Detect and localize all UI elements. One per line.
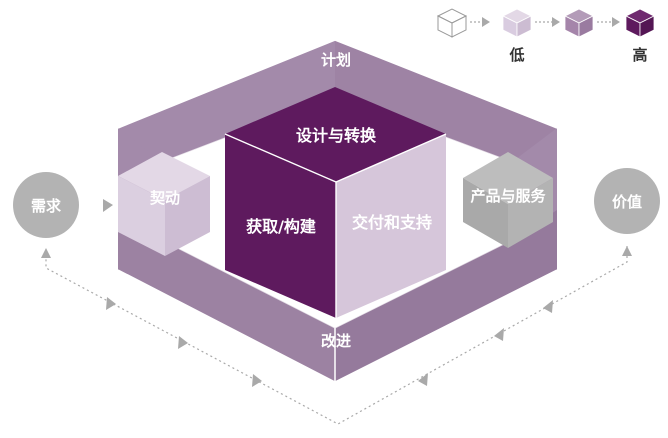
legend-arrow (612, 17, 620, 27)
loop-arrow (106, 297, 116, 310)
legend-cube-1 (436, 8, 468, 38)
right-cube: 产品与服务 (463, 152, 553, 248)
loop-arrow (418, 373, 428, 386)
legend-cube-2 (502, 8, 532, 38)
left-circle-label: 需求 (31, 197, 62, 215)
legend: 低 高 (436, 8, 655, 64)
right-circle-label: 价值 (612, 193, 642, 211)
frame-bottom-label: 改进 (321, 332, 351, 350)
frame-edge-top (117, 39, 558, 129)
feedback-loop (41, 246, 632, 425)
loop-arrow (41, 248, 51, 258)
center-cube: 设计与转换 获取/构建 交付和支持 (224, 87, 447, 318)
frame-inner-top-right (335, 40, 557, 162)
center-cube-left (225, 134, 336, 318)
center-cube-right-label: 交付和支持 (352, 213, 432, 232)
center-cube-right (336, 134, 446, 318)
frame-inner-bottom-left (118, 210, 335, 382)
legend-high-label: 高 (632, 46, 647, 64)
center-cube-left-label: 获取/构建 (246, 217, 316, 236)
left-circle: 需求 (13, 172, 79, 238)
loop-arrow (178, 336, 188, 349)
legend-arrow (552, 17, 560, 27)
center-cube-top-label: 设计与转换 (296, 126, 377, 145)
left-circle-arrow (103, 199, 113, 212)
frame-inner-top-left (118, 40, 335, 162)
left-cube-label: 契动 (149, 189, 180, 207)
legend-arrow (482, 17, 490, 27)
loop-arrow (543, 300, 553, 313)
right-circle: 价值 (594, 168, 660, 234)
loop-arrow (252, 374, 262, 387)
legend-cube-3 (564, 8, 594, 38)
legend-low-label: 低 (508, 46, 524, 64)
left-cube: 契动 (118, 152, 210, 256)
loop-arrow (622, 246, 632, 256)
center-cube-top (225, 87, 446, 182)
loop-arrow (494, 328, 504, 341)
right-cube-label: 产品与服务 (470, 187, 546, 205)
frame-top-label: 计划 (321, 51, 351, 69)
frame-inner-bottom-right (335, 210, 557, 382)
legend-cube-4 (625, 8, 655, 38)
